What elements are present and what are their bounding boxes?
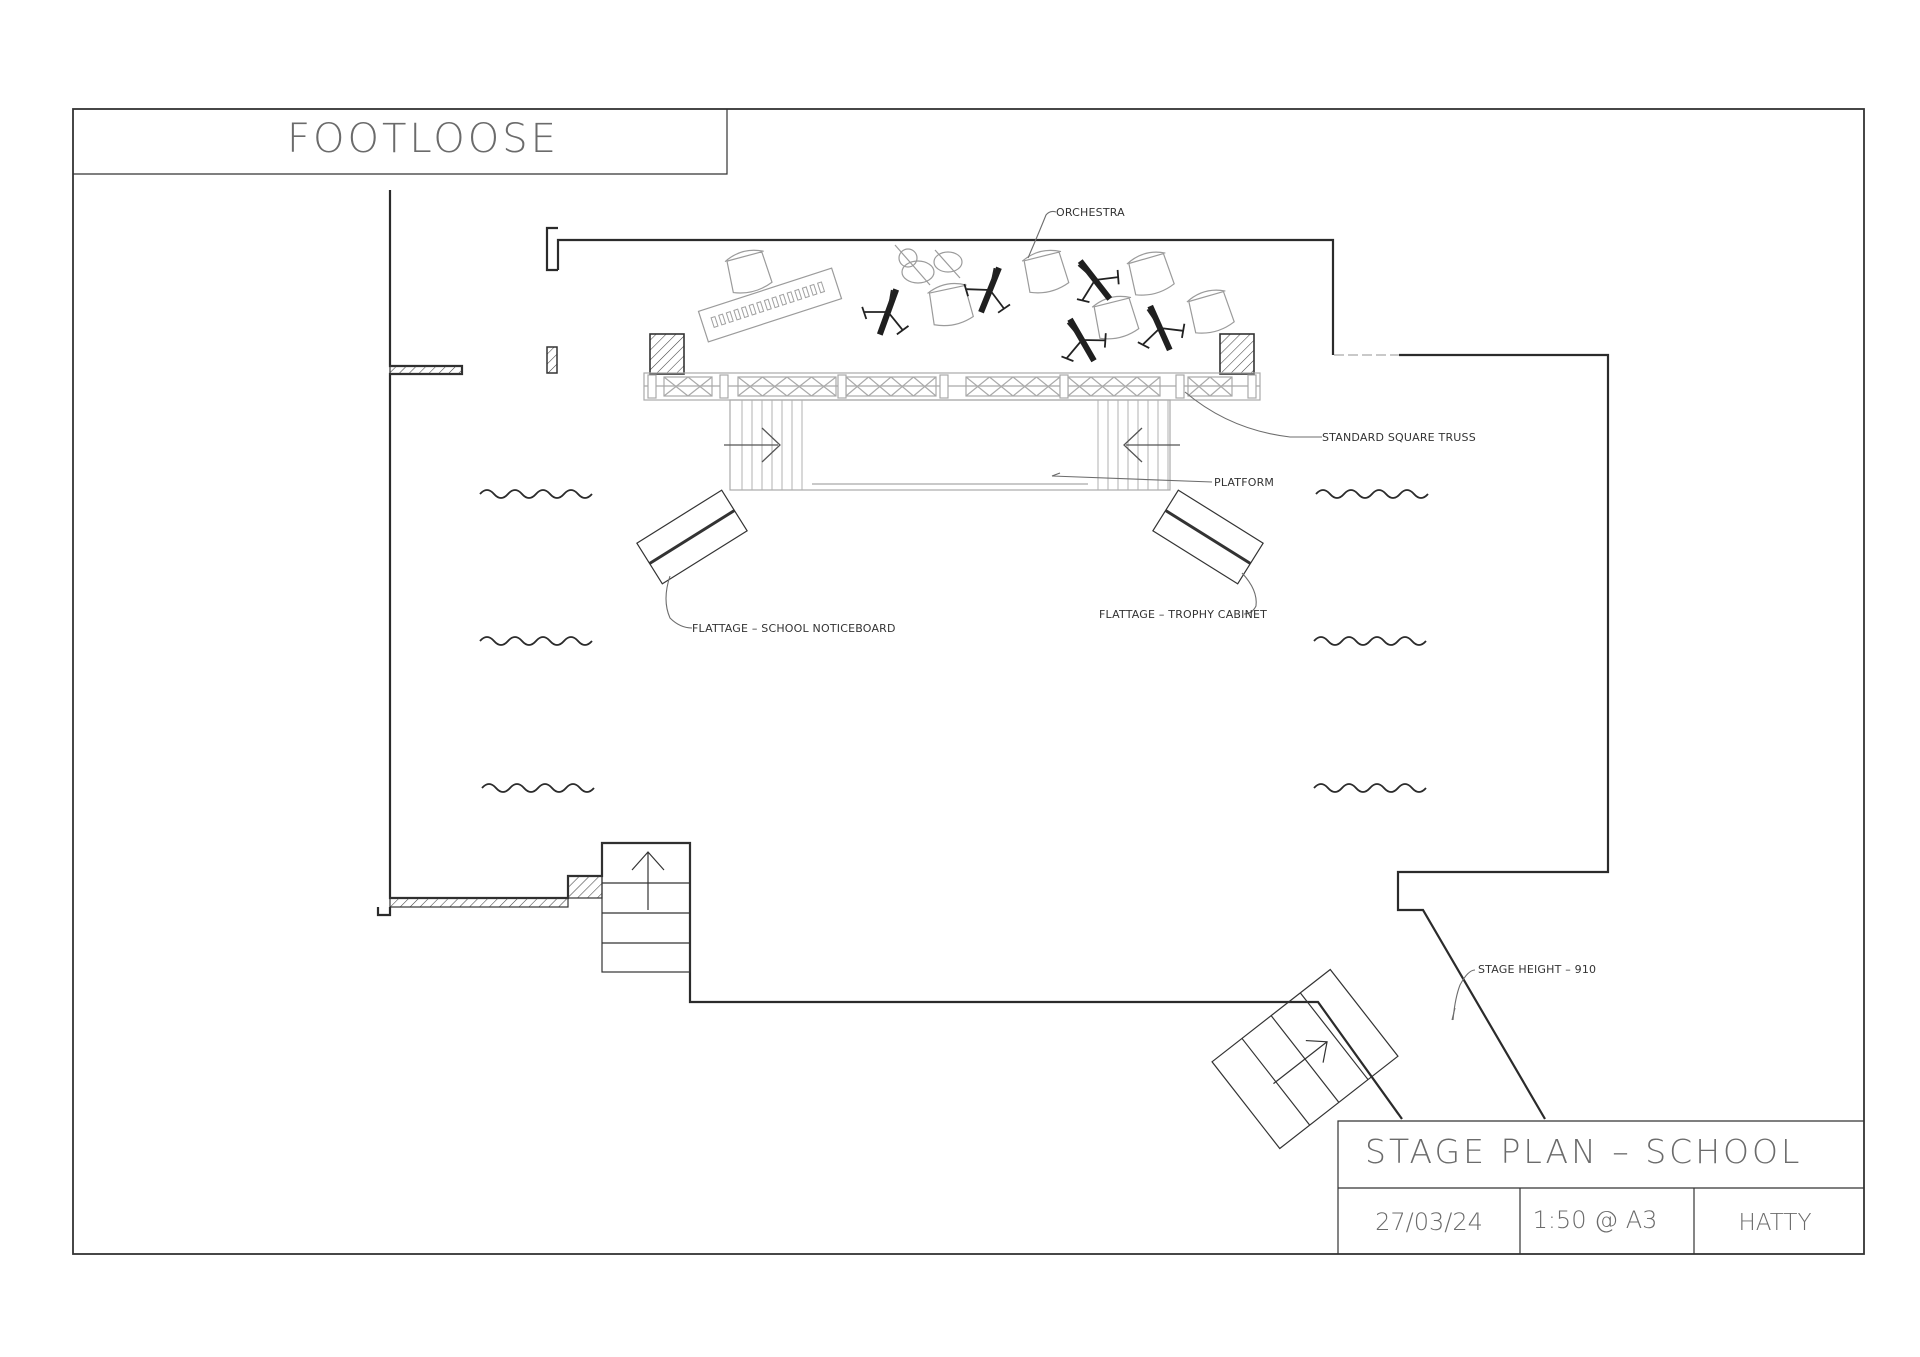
chair-icon	[1090, 292, 1141, 343]
drawing-title: STAGE PLAN – SCHOOL	[1365, 1132, 1802, 1171]
column-right	[1219, 333, 1255, 375]
label-stage-height: STAGE HEIGHT – 910	[1478, 963, 1596, 976]
stair-arrow-icon	[1273, 1039, 1328, 1085]
flattage-school-noticeboard	[636, 489, 748, 585]
keyboard-icon	[697, 267, 843, 343]
label-flat-right: FLATTAGE – TROPHY CABINET	[1099, 608, 1267, 621]
chair-icon	[723, 245, 774, 298]
sheet-border	[72, 108, 1865, 1255]
wave-curtain-icon	[479, 489, 593, 499]
stairs-upstage-left	[601, 842, 691, 973]
production-title: FOOTLOOSE	[287, 116, 559, 162]
wing-curtains	[479, 489, 1429, 793]
wave-curtain-icon	[1313, 783, 1427, 793]
label-flat-left: FLATTAGE – SCHOOL NOTICEBOARD	[692, 622, 896, 635]
drawing-date: 27/03/24	[1375, 1208, 1483, 1236]
drum-kit-icon	[894, 244, 963, 286]
flattage-trophy-cabinet	[1152, 489, 1264, 585]
wave-curtain-icon	[481, 783, 595, 793]
stage-outline	[376, 190, 1610, 1120]
stairs-downstage-right	[1211, 968, 1399, 1150]
music-stand-icon	[855, 281, 918, 343]
platform-arrow-icon	[1123, 427, 1180, 463]
annotations: ORCHESTRA STANDARD SQUARE TRUSS PLATFORM…	[665, 206, 1596, 1021]
wave-curtain-icon	[1313, 636, 1427, 646]
label-platform: PLATFORM	[1214, 476, 1274, 489]
column-left	[649, 333, 685, 375]
truss	[643, 372, 1261, 401]
wave-curtain-icon	[479, 636, 593, 646]
title-block: STAGE PLAN – SCHOOL 27/03/24 1:50 @ A3 H…	[1337, 1120, 1864, 1254]
drawing-author: HATTY	[1739, 1210, 1812, 1236]
stair-arrow-icon	[631, 851, 665, 910]
chair-icon	[925, 279, 975, 330]
drawing-scale: 1:50 @ A3	[1533, 1206, 1658, 1234]
chair-icon	[1124, 247, 1176, 300]
orchestra	[697, 244, 1236, 374]
production-title-box: FOOTLOOSE	[73, 109, 728, 175]
label-orchestra: ORCHESTRA	[1056, 206, 1125, 219]
wave-curtain-icon	[1315, 489, 1429, 499]
chair-icon	[1020, 246, 1071, 297]
chair-icon	[1184, 285, 1236, 338]
platform-arrow-icon	[724, 427, 781, 463]
platform	[724, 399, 1180, 491]
label-truss: STANDARD SQUARE TRUSS	[1322, 431, 1476, 444]
